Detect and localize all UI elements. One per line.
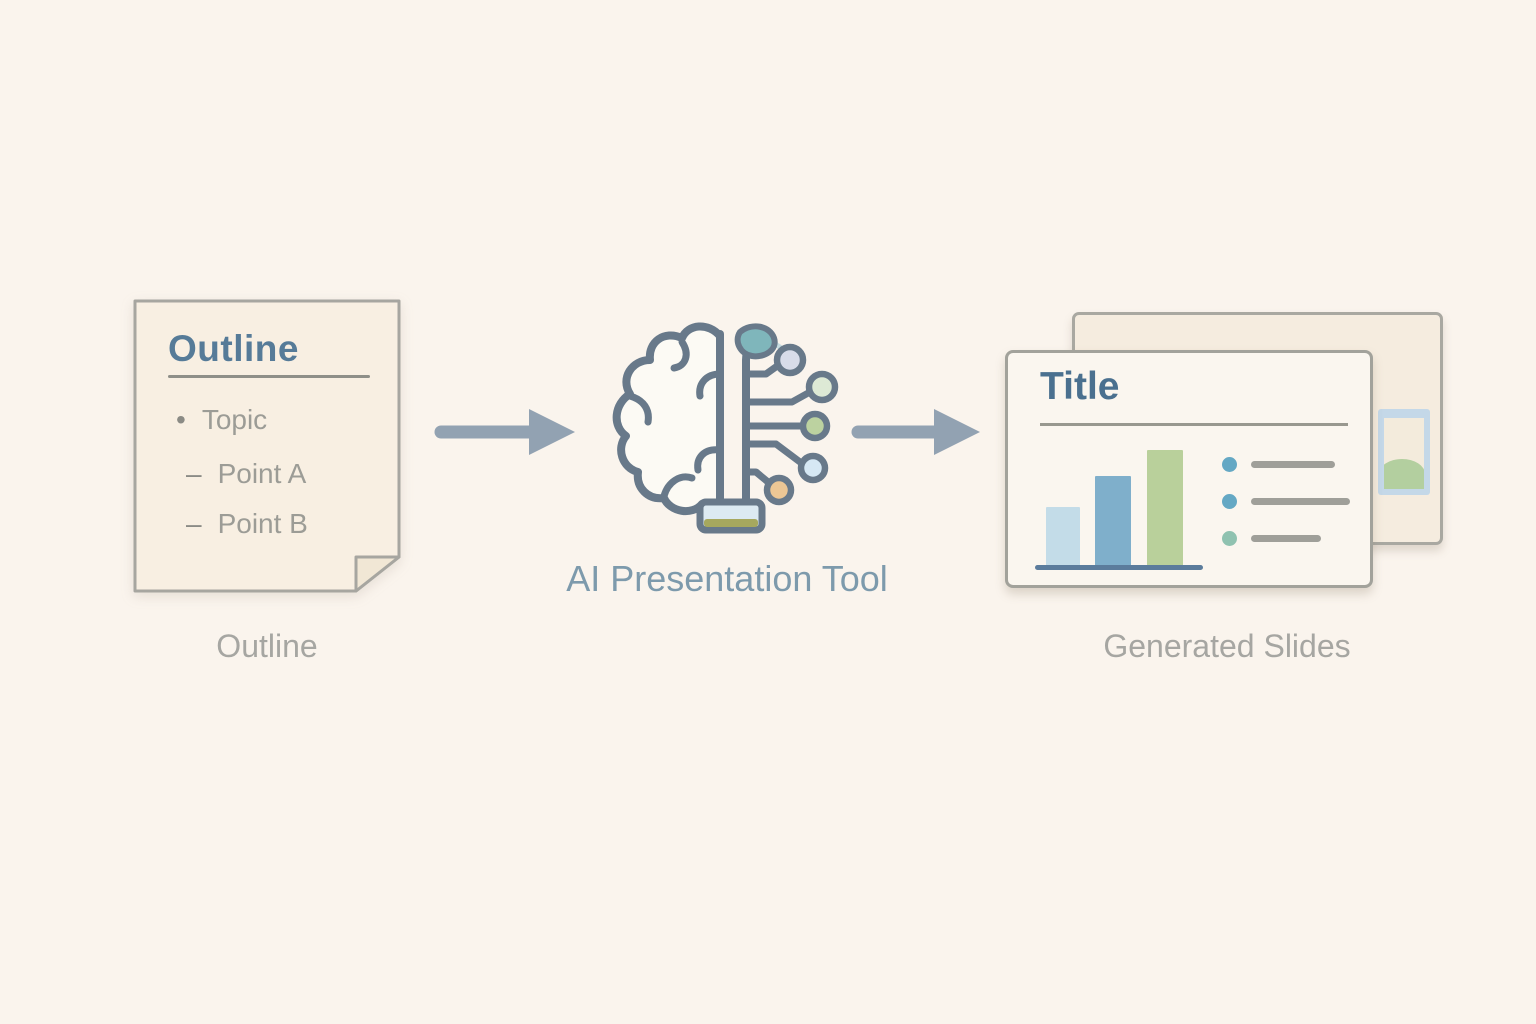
folded-corner-icon bbox=[354, 555, 401, 593]
outline-item-point-a: – Point A bbox=[186, 458, 306, 490]
bar-chart bbox=[1035, 446, 1205, 570]
brain-circuit-icon bbox=[612, 322, 839, 534]
circuit-node bbox=[805, 370, 839, 404]
dash-marker: – bbox=[186, 508, 202, 539]
bullet-item bbox=[1222, 494, 1350, 509]
image-placeholder-icon bbox=[1378, 409, 1430, 495]
circuit-node bbox=[773, 343, 807, 377]
circuit-node bbox=[763, 474, 795, 506]
chart-bar bbox=[1095, 476, 1131, 566]
document-icon bbox=[133, 299, 401, 593]
front-slide: Title bbox=[1005, 350, 1373, 588]
text-line-placeholder bbox=[1251, 461, 1335, 468]
arrow-right-icon bbox=[851, 409, 980, 455]
outline-card-title: Outline bbox=[168, 328, 299, 369]
brain-base-band bbox=[704, 519, 758, 527]
bullet-dot-icon bbox=[1222, 531, 1237, 546]
bullet-dot-icon bbox=[1222, 457, 1237, 472]
outline-title-underline bbox=[168, 375, 370, 378]
outline-item-label: Point B bbox=[217, 508, 308, 539]
processor-label: AI Presentation Tool bbox=[566, 558, 888, 599]
circuit-node bbox=[797, 452, 829, 484]
outline-item-point-b: – Point B bbox=[186, 508, 308, 540]
image-placeholder-inner bbox=[1384, 418, 1424, 489]
hill-graphic bbox=[1384, 459, 1424, 489]
slide-title-underline bbox=[1040, 423, 1348, 426]
circuit-node bbox=[799, 410, 831, 442]
outline-item-topic: • Topic bbox=[176, 404, 267, 436]
bullet-item bbox=[1222, 457, 1350, 472]
outline-caption: Outline bbox=[216, 628, 318, 664]
chart-axis bbox=[1035, 565, 1203, 570]
bullet-marker: • bbox=[176, 404, 186, 435]
outline-item-label: Point A bbox=[217, 458, 307, 489]
teal-node-icon bbox=[734, 323, 778, 360]
dash-marker: – bbox=[186, 458, 202, 489]
outline-item-label: Topic bbox=[201, 404, 268, 435]
bullet-dot-icon bbox=[1222, 494, 1237, 509]
bullet-item bbox=[1222, 531, 1350, 546]
bullet-list bbox=[1222, 457, 1350, 568]
slide-title: Title bbox=[1040, 365, 1120, 408]
text-line-placeholder bbox=[1251, 498, 1350, 505]
chart-bar bbox=[1147, 450, 1183, 566]
arrow-right-icon bbox=[434, 409, 575, 455]
chart-bar bbox=[1046, 507, 1080, 566]
slides-caption: Generated Slides bbox=[1103, 628, 1351, 664]
text-line-placeholder bbox=[1251, 535, 1321, 542]
